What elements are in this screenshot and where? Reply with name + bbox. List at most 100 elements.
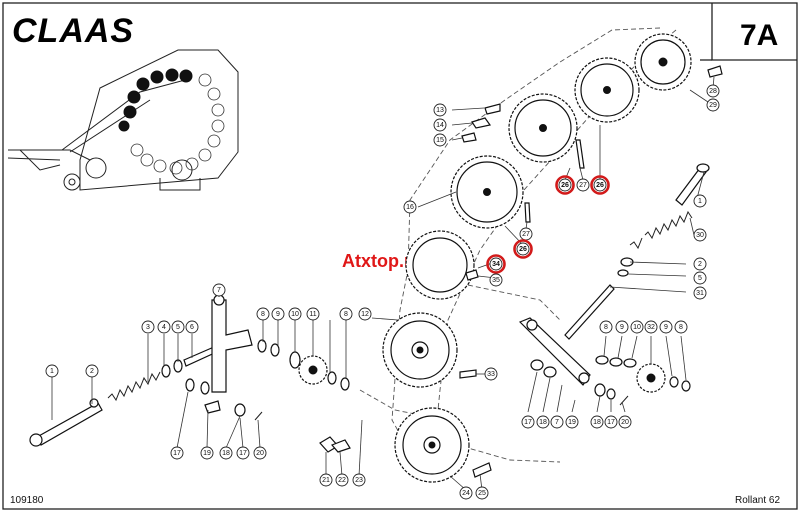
callout: 20 <box>618 415 632 429</box>
callout-label: 32 <box>647 324 655 331</box>
callout-label: 26 <box>519 246 527 253</box>
callout-label: 23 <box>355 477 363 484</box>
machine-overview-sketch <box>7 49 239 191</box>
callout-label: 7 <box>217 287 221 294</box>
callout-label: 8 <box>604 324 608 331</box>
callout-label: 27 <box>579 182 587 189</box>
callout: 10 <box>630 320 644 334</box>
callout: 15 <box>433 133 447 147</box>
callout: 21 <box>319 473 333 487</box>
callout-circle <box>630 320 644 334</box>
callout: 17 <box>604 415 618 429</box>
sprocket-upper-3 <box>508 93 578 163</box>
callout-circle <box>319 473 333 487</box>
callout: 16 <box>403 200 417 214</box>
callout: 17 <box>236 446 250 460</box>
highlight-ring <box>555 175 575 195</box>
callout-label: 9 <box>276 311 280 318</box>
callout-circle <box>85 364 99 378</box>
callout-label: 12 <box>361 311 369 318</box>
callout-label: 33 <box>487 371 495 378</box>
callout-circle <box>170 446 184 460</box>
callout-label: 13 <box>436 107 444 114</box>
callout-label: 28 <box>709 88 717 95</box>
callout-label: 17 <box>173 450 181 457</box>
callout-label: 35 <box>492 277 500 284</box>
callout-circle <box>599 320 613 334</box>
callout-highlighted: 34 <box>486 254 506 274</box>
callout: 12 <box>358 307 372 321</box>
callout-circle <box>521 415 535 429</box>
callout: 25 <box>475 486 489 500</box>
callout-circle <box>590 415 604 429</box>
highlight-ring <box>590 175 610 195</box>
callout-label: 15 <box>436 137 444 144</box>
callout: 32 <box>644 320 658 334</box>
callout-circle <box>459 486 473 500</box>
callout-label: 17 <box>239 450 247 457</box>
callout-label: 21 <box>322 477 330 484</box>
callout-circle <box>693 228 707 242</box>
sprocket-upper-2 <box>574 57 640 123</box>
watermark: Atxtop.ru <box>342 251 422 271</box>
callout-label: 1 <box>50 368 54 375</box>
callout-label: 6 <box>190 324 194 331</box>
callout: 10 <box>288 307 302 321</box>
callout: 8 <box>256 307 270 321</box>
callout-circle <box>615 320 629 334</box>
brand-logo: CLAAS <box>12 12 134 50</box>
callout: 7 <box>212 283 226 297</box>
callout-circle <box>489 273 503 287</box>
callout-label: 19 <box>203 450 211 457</box>
sprocket-upper-4 <box>450 155 524 229</box>
callout-circle <box>433 118 447 132</box>
callout-label: 26 <box>561 182 569 189</box>
callout: 1 <box>45 364 59 378</box>
sprocket-group <box>298 33 692 483</box>
callout-label: 2 <box>698 261 702 268</box>
callout-label: 7 <box>555 419 559 426</box>
callout-label: 4 <box>162 324 166 331</box>
hardware-parts <box>319 65 723 478</box>
callout: 27 <box>519 227 533 241</box>
callout: 3 <box>141 320 155 334</box>
callout-circle <box>693 286 707 300</box>
callout-circle <box>604 415 618 429</box>
callout-label: 17 <box>524 419 532 426</box>
callout-label: 18 <box>539 419 547 426</box>
drawing-number: 109180 <box>10 495 44 506</box>
callout-circle <box>433 103 447 117</box>
callout-label: 5 <box>698 275 702 282</box>
callout-circle <box>565 415 579 429</box>
callout-circle <box>157 320 171 334</box>
callout-circle <box>693 194 707 208</box>
callout-circle <box>659 320 673 334</box>
callout-label: 27 <box>522 231 530 238</box>
callout-label: 18 <box>593 419 601 426</box>
callout: 18 <box>219 446 233 460</box>
callout-label: 8 <box>261 311 265 318</box>
callout-circle <box>256 307 270 321</box>
callout-circle <box>212 283 226 297</box>
callout: 24 <box>459 486 473 500</box>
callout: 29 <box>706 98 720 112</box>
model-name: Rollant 62 <box>735 495 780 506</box>
callout: 19 <box>565 415 579 429</box>
callout: 30 <box>693 228 707 242</box>
callout-label: 25 <box>478 490 486 497</box>
callout-circle <box>536 415 550 429</box>
callout-circle <box>403 200 417 214</box>
callout-circle <box>484 367 498 381</box>
callout-label: 2 <box>90 368 94 375</box>
callout-circle <box>185 320 199 334</box>
callout-label: 16 <box>406 204 414 211</box>
callout: 19 <box>200 446 214 460</box>
callout-label: 9 <box>620 324 624 331</box>
callout: 28 <box>706 84 720 98</box>
callout: 18 <box>590 415 604 429</box>
callout-circle <box>339 307 353 321</box>
callout-label: 14 <box>436 122 444 129</box>
callout: 2 <box>693 257 707 271</box>
callout-highlighted: 26 <box>590 175 610 195</box>
